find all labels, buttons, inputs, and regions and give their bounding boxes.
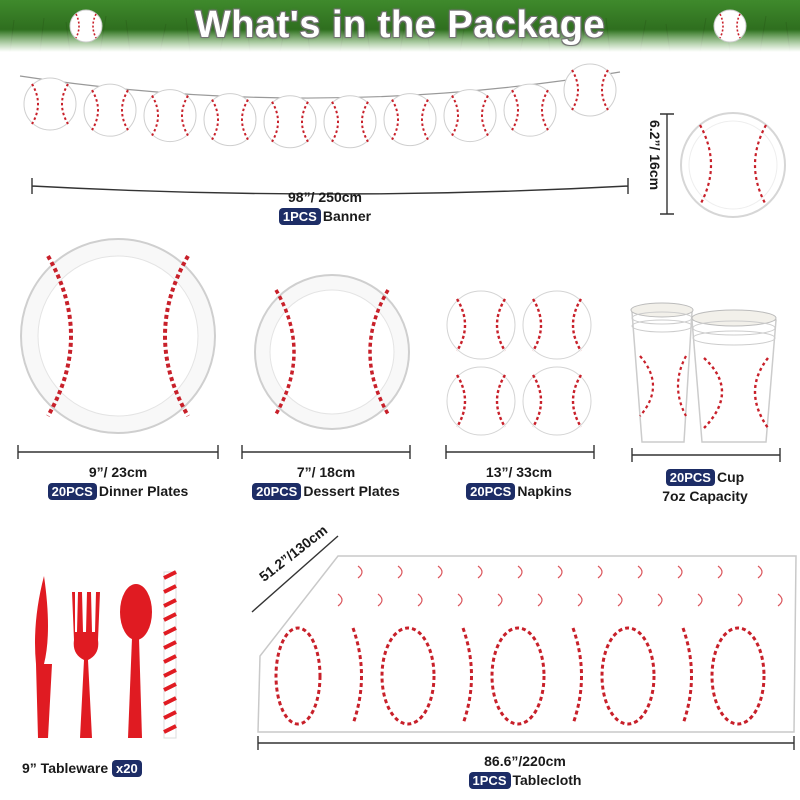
banner-name: Banner <box>322 208 372 224</box>
dinner-qty-badge: 20PCS <box>47 483 97 500</box>
banner-disk-baseball <box>680 112 786 218</box>
banner-baseball-disk <box>143 89 197 143</box>
tablecloth-width-line <box>251 535 339 613</box>
napkins-dimension-line <box>445 445 595 459</box>
page-title: What's in the Package <box>194 4 606 46</box>
tableware-qty-badge: x20 <box>112 760 142 777</box>
banner-baseball-disk <box>323 95 377 149</box>
tablecloth-length: 86.6”/220cm <box>484 753 566 769</box>
dinner-plate <box>20 238 216 434</box>
fork-icon <box>72 592 100 738</box>
cup-qty-badge: 20PCS <box>665 469 715 486</box>
tablecloth-qty-badge: 1PCS <box>468 772 511 789</box>
banner-baseball-disk <box>383 93 437 147</box>
dessert-plate <box>254 274 410 430</box>
napkins-name: Napkins <box>517 483 572 499</box>
banner-size: 98”/ 250cm <box>288 189 362 205</box>
tablecloth-length-line <box>257 736 795 750</box>
banner-disk-size: 6.2”/ 16cm <box>647 120 663 191</box>
cups-stack <box>630 302 777 443</box>
dessert-size: 7”/ 18cm <box>296 464 356 480</box>
tablecloth-name: Tablecloth <box>512 772 582 788</box>
spoon-icon <box>120 584 152 640</box>
banner-dimension-line <box>31 178 629 195</box>
cup-capacity: 7oz Capacity <box>662 488 748 504</box>
banner-baseball-disk <box>23 77 77 131</box>
cups-dimension-line <box>631 448 781 462</box>
banner-baseball-disk <box>503 83 557 137</box>
dessert-name: Dessert Plates <box>303 483 400 499</box>
grass-header: What's in the Package <box>0 0 800 52</box>
tablecloth <box>257 555 797 733</box>
banner-baseball-disk <box>563 63 617 117</box>
cup-name: Cup <box>716 469 745 485</box>
dinner-name: Dinner Plates <box>98 483 189 499</box>
banner-baseball-disk <box>443 89 497 143</box>
dessert-dimension-line <box>241 445 411 459</box>
tableware-size: 9” Tableware <box>22 760 109 776</box>
baseball-icon <box>713 9 747 43</box>
napkin <box>522 366 592 436</box>
tableware-caption: 9” Tableware x20 <box>22 759 192 778</box>
dinner-size: 9”/ 23cm <box>88 464 148 480</box>
dinner-dimension-line <box>17 445 219 459</box>
napkins-qty-badge: 20PCS <box>466 483 516 500</box>
banner-qty-badge: 1PCS <box>278 208 321 225</box>
baseball-icon <box>69 9 103 43</box>
banner-baseball-disk <box>83 83 137 137</box>
tableware-set <box>35 570 177 739</box>
baseball-banner <box>19 63 621 149</box>
napkin <box>522 290 592 360</box>
napkins-size: 13”/ 33cm <box>485 464 553 480</box>
dessert-qty-badge: 20PCS <box>252 483 302 500</box>
napkin <box>446 290 516 360</box>
napkin <box>446 366 516 436</box>
napkins-stack <box>446 290 592 436</box>
knife-icon <box>35 576 52 738</box>
banner-baseball-disk <box>203 93 257 147</box>
disk-dimension-line <box>660 113 674 215</box>
banner-baseball-disk <box>263 95 317 149</box>
